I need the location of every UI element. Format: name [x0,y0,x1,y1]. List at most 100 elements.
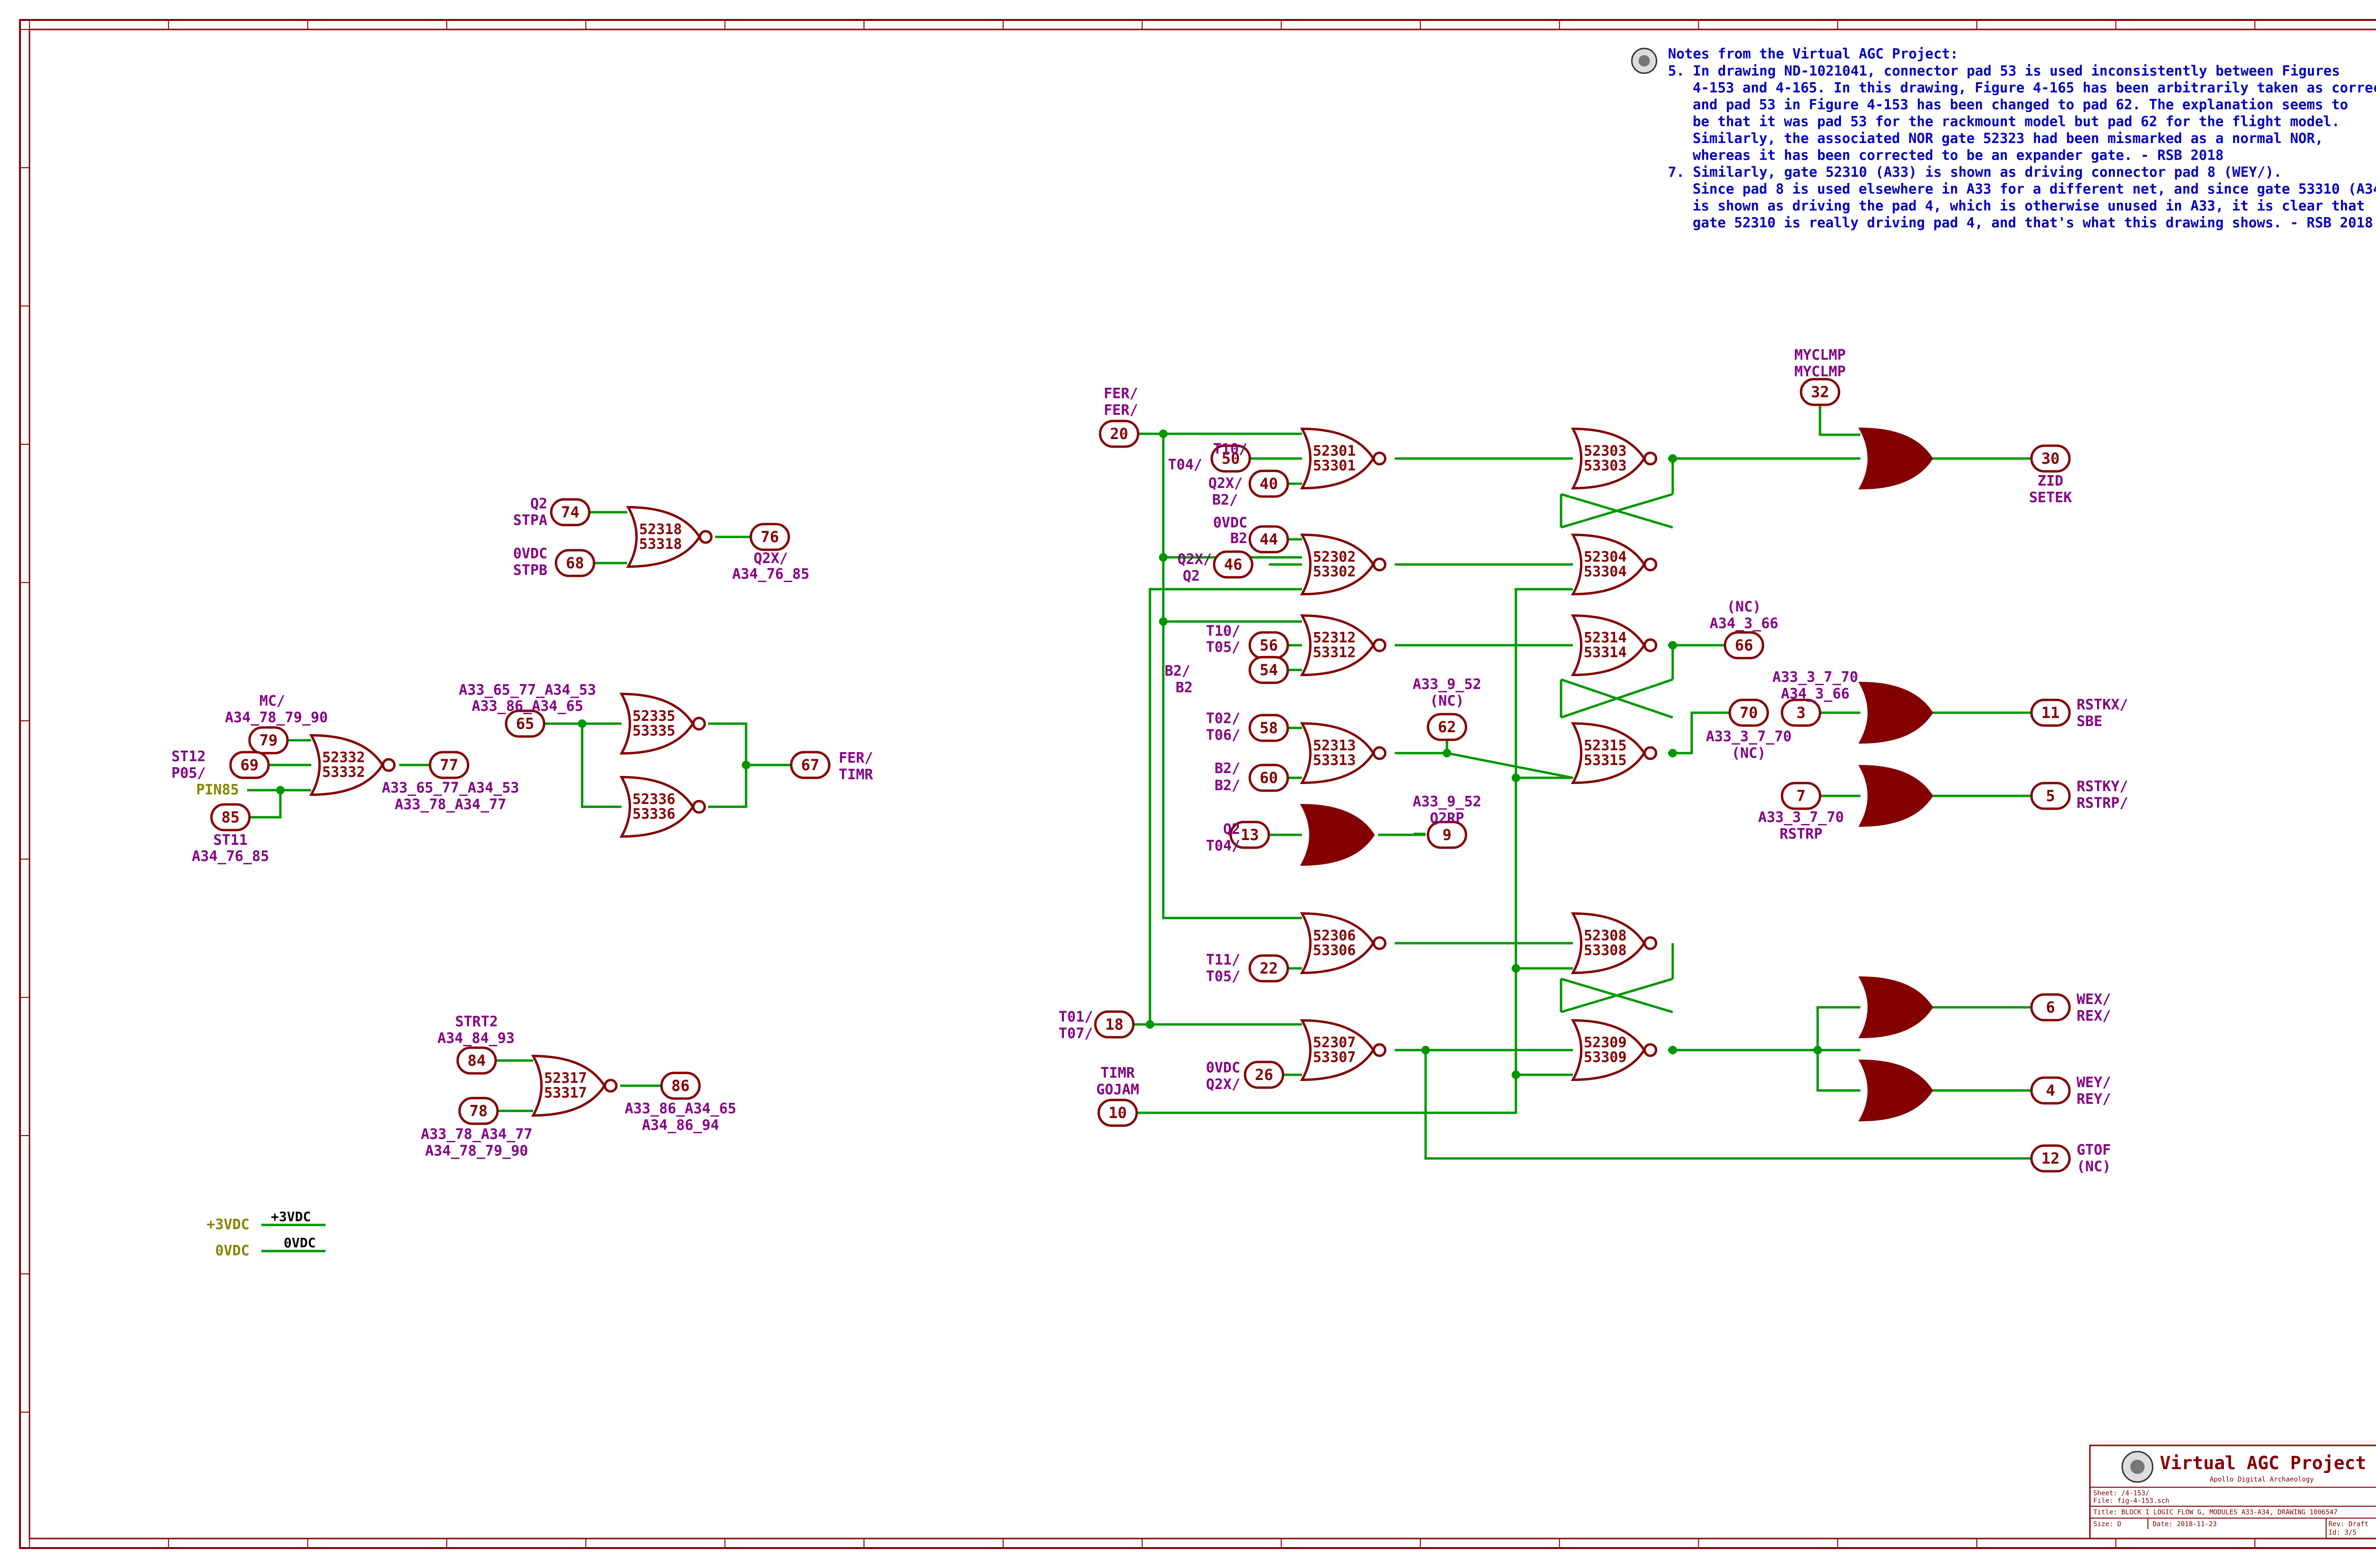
net-label: SBE [2077,713,2102,730]
net-label: B2/ [1212,492,1238,508]
pad-outline [550,498,591,526]
pad-number: 74 [561,503,580,521]
pad-number: 69 [240,756,259,774]
connector-pad: 85 [210,803,251,832]
wire [1424,1050,2031,1160]
connector-pad: 3 [1781,698,1821,727]
pad-outline [1248,656,1289,684]
net-label: WEX/ [2077,991,2111,1008]
connector-pad: 26 [1244,1061,1284,1089]
note-line: is shown as driving the pad 4, which is … [1693,198,2365,214]
gate-id-a: 52309 [1584,1034,1627,1051]
pad-outline [660,1071,701,1100]
pad-number: 12 [2041,1149,2060,1167]
wire [1668,711,1730,755]
net-label: RSTKY/ [2077,778,2128,795]
gate-id-b: 53311 [1871,1090,1914,1106]
revision: Rev: Draft [2328,1520,2368,1528]
net-label: A33_78_A34_77 [395,796,507,813]
inversion-bubble [1372,451,1387,466]
net-label: STPA [513,512,547,529]
gate-id-b: 53323 [1313,834,1356,851]
net-label: 0VDC [1206,1060,1240,1076]
sheet-id: Id: 3/5 [2328,1529,2357,1537]
gate-id-a: 52313 [1313,737,1356,754]
pad-outline [1248,469,1289,498]
gate-body [1571,614,1646,677]
pad-number: 32 [1811,383,1830,401]
gate-id-a: 52312 [1313,630,1356,646]
net-label: STPB [513,562,547,579]
gate-id-a: 52304 [1584,549,1627,565]
agc-logo-icon [1631,48,1657,74]
net-label: (NC) [1727,599,1761,615]
net-label: REY/ [2077,1091,2111,1108]
gate-body [1858,681,1933,744]
note-line: 7. Similarly, gate 52310 (A33) is shown … [1668,164,2282,180]
net-label: +3VDC [207,1216,249,1233]
inversion-bubble [1643,557,1657,572]
connector-pad: 60 [1248,764,1289,792]
net-label: MYCLMP [1794,347,1846,363]
pad-outline [2030,1076,2071,1105]
drawing-frame [19,19,2376,1549]
notes-block: Notes from the Virtual AGC Project:5. In… [1631,46,2376,231]
net-label: Q2 [1223,821,1240,838]
pad-number: 65 [516,715,535,733]
gate-id-a: 52314 [1584,630,1627,646]
inversion-bubble [1643,746,1657,760]
pad-outline [1213,550,1254,579]
gate-body [1571,1019,1646,1081]
wire [1816,1050,1860,1092]
net-label: Q2X/ [1206,1076,1240,1093]
gate-body [309,734,384,796]
connector-pad: 68 [555,549,595,577]
connector-pad: 50 [1210,444,1251,473]
pad-number: 11 [2041,704,2060,722]
connector-pad: 7 [1781,782,1821,810]
net-label: Q2X/ [754,550,788,567]
gate-id-b: 53332 [322,764,365,781]
net-label: WEY/ [2077,1074,2111,1091]
junction-dot [578,719,586,728]
net-label: FER/ [839,750,873,766]
junction-dot [1421,1046,1430,1054]
net-label: A33_86_A34_65 [625,1100,737,1117]
pad-number: 68 [566,554,584,572]
pad-number: 22 [1260,959,1278,977]
junction-dot [276,786,285,794]
gate-id-a: 52306 [1313,927,1356,944]
pad-outline [248,726,289,755]
note-line: whereas it has been corrected to be an e… [1693,147,2223,163]
net-label: 0VDC [284,1235,316,1251]
wire [1561,977,1673,1013]
note-line: Since pad 8 is used elsewhere in A33 for… [1693,181,2376,197]
net-label: Q2 [1183,568,1200,584]
pad-number: 46 [1224,555,1243,574]
junction-dot [1159,430,1168,438]
net-label: A33_86_A34_65 [472,698,584,715]
wire [1149,588,1302,1024]
pad-outline [1210,444,1251,473]
net-label: Q2X/ [1178,551,1212,568]
net-label: A34_84_93 [437,1030,515,1047]
net-label: A33_65_77_A34_53 [382,780,519,796]
notes-title: Notes from the Virtual AGC Project: [1668,46,1958,62]
net-label: FER/ [1104,385,1138,402]
note-line: and pad 53 in Figure 4-153 has been chan… [1693,96,2348,113]
inversion-bubble [699,530,713,544]
pad-number: 84 [468,1052,486,1070]
net-label: ST11 [213,832,248,849]
connector-pad: 10 [1097,1099,1138,1127]
net-label: T11/ [1206,952,1240,968]
note-line: be that it was pad 53 for the rackmount … [1693,114,2340,130]
